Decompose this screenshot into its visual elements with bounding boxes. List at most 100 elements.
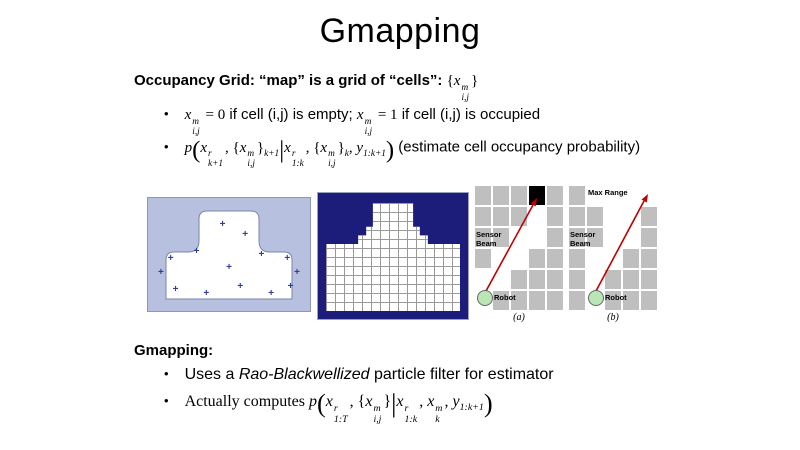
scan-points-layer: ++++++++++++++: [148, 198, 310, 311]
grid-cell: [641, 228, 657, 247]
grid-cell: [605, 249, 621, 268]
math-token: }: [470, 73, 479, 89]
occupancy-grid-intro: “map” is a grid of “cells”:: [254, 72, 447, 89]
math-token: (: [316, 388, 326, 418]
grid-cell: [547, 186, 563, 205]
cell-empty-text: if cell (i,j) is empty;: [225, 106, 357, 123]
grid-cell: [641, 207, 657, 226]
grid-cell: [475, 186, 491, 205]
scan-point-marker: +: [226, 262, 232, 274]
bullet-rao-blackwellized: • Uses a Rao-Blackwellized particle filt…: [164, 366, 554, 384]
occupancy-grid-line: Occupancy Grid: “map” is a grid of “cell…: [134, 72, 478, 103]
math-token: x: [200, 139, 207, 156]
occupancy-probability-note: (estimate cell occupancy probability): [394, 138, 641, 156]
math-token: x: [284, 139, 291, 156]
scan-point-marker: +: [172, 283, 179, 295]
slide-title: Gmapping: [319, 12, 481, 50]
robot-marker: [588, 290, 604, 306]
occupancy-grid-free-space: [326, 203, 460, 311]
grid-cell: [529, 270, 545, 289]
gmapping-heading-label: Gmapping:: [134, 342, 214, 359]
scan-point-marker: +: [268, 288, 275, 300]
math-token: ,: [348, 139, 357, 156]
math-token: ,: [419, 393, 428, 411]
math-sub: 1:k+1: [363, 148, 386, 159]
grid-cell: [493, 291, 509, 310]
math-token: }: [337, 139, 345, 156]
math-token: p: [184, 139, 193, 156]
grid-cell: [547, 207, 563, 226]
sensor-beam-label: Sensor Beam: [476, 230, 502, 248]
grid-cell: [623, 207, 639, 226]
grid-cell: [587, 186, 603, 205]
scan-point-marker: +: [284, 253, 291, 265]
grid-cell: [569, 186, 585, 205]
grid-cell: [493, 270, 509, 289]
math-sub: 1:k+1: [459, 402, 484, 414]
grid-cell: [587, 207, 603, 226]
grid-b-cells: [569, 186, 657, 310]
math-token: y: [452, 393, 460, 411]
math-token: {: [357, 393, 366, 411]
grid-cell: [547, 291, 563, 310]
sensor-model-figure-b: Max Range Sensor Beam Robot (b): [569, 186, 657, 323]
scan-point-marker: +: [219, 219, 226, 231]
grid-cell: [529, 228, 545, 247]
math-token: x: [356, 107, 364, 123]
scan-point-marker: +: [167, 253, 174, 265]
grid-cell: [511, 249, 527, 268]
math-token: x: [239, 139, 247, 156]
bullet-marker: •: [164, 138, 169, 154]
grid-cell: [511, 270, 527, 289]
math-token: ,: [225, 139, 233, 156]
scan-point-marker: +: [237, 281, 244, 293]
grid-cell: [511, 228, 527, 247]
grid-cell: [641, 249, 657, 268]
grid-cell: [475, 270, 491, 289]
grid-cell: [475, 249, 491, 268]
grid-cell: [587, 249, 603, 268]
scan-point-marker: +: [287, 281, 294, 293]
scan-map-figure: ++++++++++++++: [147, 197, 311, 312]
grid-cell: [641, 270, 657, 289]
math-token: p: [308, 393, 317, 411]
math-token: }: [383, 393, 392, 411]
grid-cell: [641, 186, 657, 205]
grid-cell: [569, 207, 585, 226]
robot-marker: [477, 290, 493, 306]
sensor-beam-label: Sensor Beam: [570, 230, 596, 248]
math-token: {: [232, 139, 240, 156]
math-token: x: [184, 107, 192, 123]
grid-cell: [623, 291, 639, 310]
grid-cell: [605, 270, 621, 289]
grid-cell: [493, 249, 509, 268]
math-token: x: [453, 73, 461, 89]
bullet-rao-blackwellized-text: Uses a Rao-Blackwellized particle filter…: [185, 366, 554, 384]
grid-cell: [529, 291, 545, 310]
math-token: ): [385, 136, 395, 163]
rb-pre-text: Uses a: [184, 366, 239, 383]
math-token: x: [325, 393, 333, 411]
grid-cell: [569, 270, 585, 289]
occupancy-grid-map-figure: [317, 192, 469, 320]
grid-cell: [605, 228, 621, 247]
scan-point-marker: +: [294, 266, 300, 278]
bullet-marker: •: [164, 106, 169, 121]
math-token: }: [256, 139, 265, 156]
grid-cell: [493, 207, 509, 226]
grid-cell: [605, 207, 621, 226]
sensor-model-figure-a: Sensor Beam Robot (a): [475, 186, 563, 323]
figures-strip: ++++++++++++++ Sensor Beam Robot (a): [147, 186, 657, 323]
